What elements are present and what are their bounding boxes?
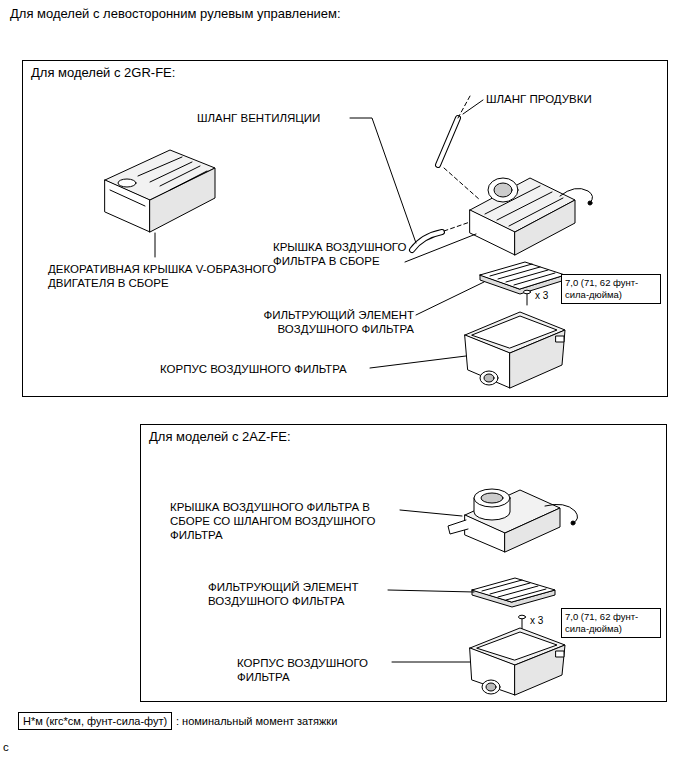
engine-cover bbox=[105, 180, 150, 232]
air-filter-cover bbox=[488, 178, 518, 202]
leader-line bbox=[400, 510, 462, 516]
leader-line bbox=[388, 510, 474, 662]
part-label: ШЛАНГ ПРОДУВКИ bbox=[486, 92, 636, 106]
leader-line bbox=[370, 356, 466, 368]
filter-element bbox=[482, 580, 522, 591]
air-filter-cover-with-hose bbox=[448, 489, 578, 552]
part-label: ШЛАНГ ВЕНТИЛЯЦИИ bbox=[197, 111, 357, 125]
air-filter-cover bbox=[470, 210, 515, 255]
air-filter-housing bbox=[556, 336, 564, 342]
air-filter-cover-with-hose bbox=[448, 520, 468, 534]
torque-unit-box: Н*м (кгс*см, фунт-сила-фут) bbox=[18, 712, 172, 730]
torque-value: 7,0 (71, 62 фунт-сила-дюйма) bbox=[565, 277, 657, 301]
part-label: ДЕКОРАТИВНАЯ КРЫШКА V-ОБРАЗНОГО ДВИГАТЕЛ… bbox=[48, 262, 283, 290]
purge-hose bbox=[458, 96, 470, 118]
purge-hose bbox=[438, 96, 480, 200]
unit-text: Н*м (кгс*см, фунт-сила-фут) bbox=[23, 714, 167, 728]
filter-element bbox=[514, 273, 555, 285]
ventilation-hose bbox=[412, 232, 442, 250]
purge-hose bbox=[444, 168, 480, 200]
air-filter-cover-with-hose bbox=[474, 489, 510, 507]
part-label: КОРПУС ВОЗДУШНОГО ФИЛЬТРА bbox=[160, 362, 375, 376]
air-filter-cover bbox=[509, 198, 563, 226]
engine-cover bbox=[138, 157, 182, 176]
ventilation-hose bbox=[444, 222, 470, 231]
air-filter-housing bbox=[486, 683, 496, 691]
engine-cover bbox=[150, 162, 192, 182]
air-filter-cover-with-hose bbox=[465, 515, 505, 552]
part-label: КРЫШКА ВОЗДУШНОГО ФИЛЬТРА В СБОРЕ СО ШЛА… bbox=[170, 500, 396, 542]
air-filter-housing bbox=[484, 374, 494, 382]
ventilation-hose bbox=[412, 232, 442, 250]
filter-element bbox=[506, 270, 548, 282]
air-filter-housing bbox=[477, 632, 557, 660]
part-label: КОРПУС ВОЗДУШНОГО ФИЛЬТРА bbox=[237, 656, 389, 684]
filter-element bbox=[472, 578, 555, 602]
engine-cover bbox=[160, 166, 200, 186]
filter-element bbox=[490, 264, 532, 276]
leader-line bbox=[155, 100, 484, 368]
air-filter-cover-with-hose bbox=[505, 508, 560, 552]
filter-element bbox=[498, 586, 538, 597]
air-filter-cover-with-hose bbox=[571, 521, 575, 525]
engine-cover bbox=[105, 150, 215, 232]
air-filter-housing bbox=[470, 628, 565, 695]
leader-line bbox=[388, 590, 474, 592]
frame-heading: Для моделей с 2GR-FE: bbox=[31, 65, 659, 81]
filter-element bbox=[498, 267, 540, 279]
leader-line bbox=[155, 233, 156, 257]
filter-element bbox=[490, 583, 530, 594]
frame-heading: Для моделей с 2AZ-FE: bbox=[149, 429, 658, 445]
part-label: ФИЛЬТРУЮЩИЙ ЭЛЕМЕНТ ВОЗДУШНОГО ФИЛЬТРА bbox=[222, 308, 414, 336]
leader-line bbox=[416, 282, 484, 315]
air-filter-cover-with-hose bbox=[481, 493, 503, 503]
air-filter-housing bbox=[482, 680, 500, 694]
part-label: ФИЛЬТРУЮЩИЙ ЭЛЕМЕНТ ВОЗДУШНОГО ФИЛЬТРА bbox=[208, 580, 386, 608]
quantity-label: x 3 bbox=[535, 289, 559, 303]
leader-line bbox=[392, 662, 470, 663]
filter-element bbox=[480, 262, 565, 294]
part-label: КРЫШКА ВОЗДУШНОГО ФИЛЬТРА В СБОРЕ bbox=[273, 240, 423, 268]
filter-element bbox=[506, 589, 546, 600]
torque-value: 7,0 (71, 62 фунт-сила-дюйма) bbox=[565, 611, 657, 635]
engine-cover bbox=[170, 171, 207, 190]
air-filter-cover bbox=[515, 200, 575, 255]
air-filter-cover bbox=[470, 178, 593, 255]
page-mark: c bbox=[3, 740, 23, 754]
air-filter-cover bbox=[560, 188, 593, 203]
air-filter-housing bbox=[556, 651, 564, 657]
leader-line bbox=[463, 100, 483, 114]
filter-element bbox=[480, 262, 565, 289]
air-filter-cover bbox=[494, 183, 512, 197]
torque-box: 7,0 (71, 62 фунт-сила-дюйма) bbox=[561, 274, 661, 304]
torque-box: 7,0 (71, 62 фунт-сила-дюйма) bbox=[561, 608, 661, 638]
bolt bbox=[519, 615, 526, 619]
bolt bbox=[524, 290, 531, 305]
quantity-label: x 3 bbox=[530, 614, 554, 628]
variant-frame: Для моделей с 2GR-FE: 7,0 (71, 62 фунт-си… bbox=[22, 60, 668, 397]
bolt bbox=[524, 290, 531, 294]
air-filter-housing bbox=[480, 371, 498, 385]
leader-line bbox=[350, 118, 416, 243]
air-filter-housing bbox=[472, 316, 557, 348]
leader-line bbox=[405, 234, 476, 262]
purge-hose bbox=[438, 118, 458, 165]
engine-cover bbox=[118, 179, 136, 187]
filter-element bbox=[472, 578, 555, 607]
engine-cover bbox=[110, 190, 145, 206]
bolt bbox=[527, 293, 528, 305]
air-filter-cover-with-hose bbox=[545, 504, 578, 523]
purge-hose bbox=[438, 118, 458, 165]
air-filter-cover bbox=[588, 201, 592, 205]
variant-frame: Для моделей с 2AZ-FE: 7,0 (71, 62 фунт-си… bbox=[140, 424, 667, 702]
legend-description: : номинальный момент затяжки bbox=[176, 714, 436, 728]
ventilation-hose bbox=[412, 222, 470, 250]
air-filter-housing bbox=[465, 312, 565, 388]
page-title: Для моделей с левосторонним рулевым упра… bbox=[10, 6, 341, 22]
